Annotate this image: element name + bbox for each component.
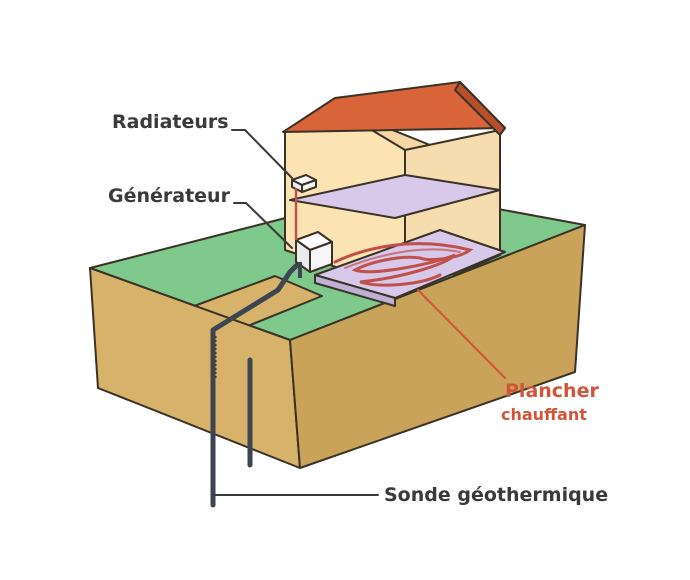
probe-pipes — [210, 259, 303, 508]
label-floor-line2: chauffant — [501, 405, 587, 424]
upper-floor — [289, 174, 501, 219]
label-probe: Sonde géothermique — [384, 484, 608, 506]
leader-lines — [212, 129, 506, 496]
leader-generator — [233, 202, 293, 249]
trench-pipe — [210, 259, 303, 333]
label-generator: Générateur — [108, 185, 231, 207]
heating-pipe — [333, 242, 474, 287]
floor-base — [314, 274, 396, 307]
leader-floor — [417, 289, 506, 379]
soil-side — [289, 224, 586, 469]
heating-pipe-inner — [344, 248, 461, 269]
label-floor-line1: Plancher — [505, 380, 599, 402]
radiator-unit — [291, 174, 317, 193]
house — [282, 81, 506, 307]
roof-side — [454, 81, 506, 136]
label-radiators: Radiateurs — [112, 111, 229, 133]
leader-radiators — [231, 129, 293, 179]
